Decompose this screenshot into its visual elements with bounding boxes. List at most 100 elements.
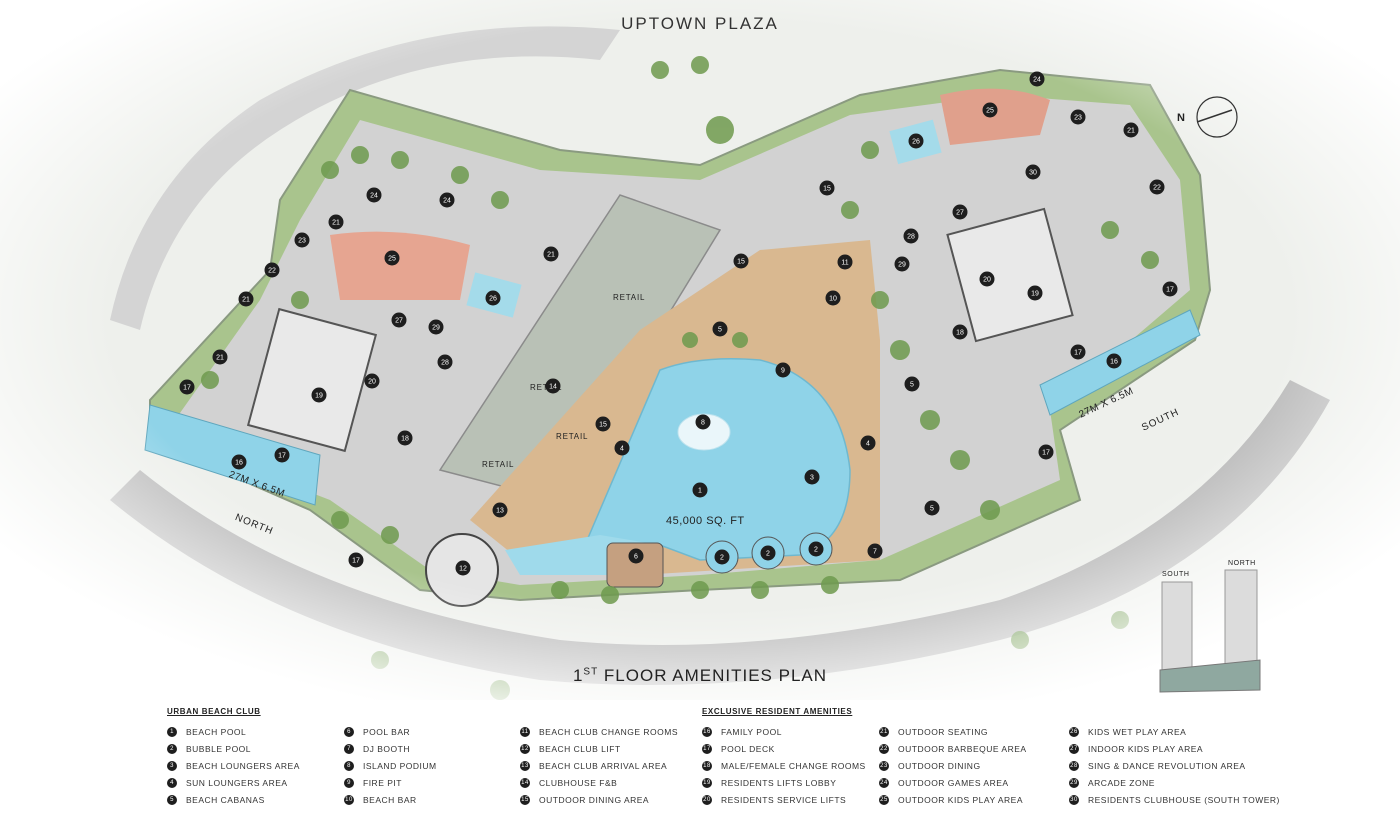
marker-dot <box>860 435 876 451</box>
marker-dot <box>825 290 841 306</box>
legend-label: RESIDENTS CLUBHOUSE (SOUTH TOWER) <box>1088 795 1280 805</box>
legend-number: 28 <box>1069 761 1079 771</box>
legend-label: KIDS WET PLAY AREA <box>1088 727 1187 737</box>
legend-label: BEACH CLUB CHANGE ROOMS <box>539 727 679 737</box>
marker-14: 14 <box>545 378 561 394</box>
marker-number: 21 <box>547 252 555 259</box>
marker-dot <box>1070 109 1086 125</box>
marker-dot <box>808 541 824 557</box>
marker-4: 4 <box>614 440 630 456</box>
marker-number: 16 <box>235 460 243 467</box>
marker-number: 29 <box>898 262 906 269</box>
marker-29: 29 <box>894 256 910 272</box>
marker-dot <box>294 232 310 248</box>
marker-dot <box>924 500 940 516</box>
legend-number: 25 <box>879 795 889 805</box>
legend-label: OUTDOOR KIDS PLAY AREA <box>898 795 1023 805</box>
plaza-label: UPTOWN PLAZA <box>621 14 779 33</box>
retail-label-3: RETAIL <box>556 432 588 441</box>
legend-heading-urban: URBAN BEACH CLUB <box>167 707 261 716</box>
marker-dot <box>391 312 407 328</box>
marker-number: 20 <box>368 379 376 386</box>
marker-dot <box>775 362 791 378</box>
marker-4: 4 <box>860 435 876 451</box>
legend-number: 30 <box>1069 795 1079 805</box>
legend-number: 20 <box>702 795 712 805</box>
marker-number: 5 <box>930 506 934 513</box>
marker-dot <box>455 560 471 576</box>
marker-dot <box>952 324 968 340</box>
marker-20: 20 <box>979 271 995 287</box>
marker-number: 2 <box>766 551 770 558</box>
legend-number: 15 <box>520 795 530 805</box>
marker-16: 16 <box>1106 353 1122 369</box>
legend-number: 22 <box>879 744 889 754</box>
legend-number: 6 <box>344 727 354 737</box>
legend-label: ISLAND PODIUM <box>363 761 437 771</box>
legend-item-15: 15 OUTDOOR DINING AREA <box>520 795 649 805</box>
marker-dot <box>274 447 290 463</box>
plan-title-suffix: ST <box>583 666 599 678</box>
marker-dot <box>712 321 728 337</box>
marker-dot <box>1038 444 1054 460</box>
marker-17: 17 <box>348 552 364 568</box>
marker-number: 29 <box>432 325 440 332</box>
marker-number: 21 <box>216 355 224 362</box>
marker-number: 4 <box>620 446 624 453</box>
marker-17: 17 <box>1070 344 1086 360</box>
marker-22: 22 <box>264 262 280 278</box>
marker-dot <box>364 373 380 389</box>
marker-21: 21 <box>1123 122 1139 138</box>
legend-label: OUTDOOR DINING AREA <box>539 795 650 805</box>
marker-number: 5 <box>718 327 722 334</box>
marker-1: 1 <box>692 482 708 498</box>
marker-2: 2 <box>760 545 776 561</box>
marker-number: 24 <box>370 193 378 200</box>
marker-number: 8 <box>701 420 705 427</box>
legend-item-25: 25 OUTDOOR KIDS PLAY AREA <box>879 795 1023 805</box>
legend-label: SING & DANCE REVOLUTION AREA <box>1088 761 1246 771</box>
marker-number: 20 <box>983 277 991 284</box>
marker-24: 24 <box>1029 71 1045 87</box>
marker-dot <box>904 376 920 392</box>
legend-label: FIRE PIT <box>363 778 402 788</box>
pool-area-label: 45,000 SQ. FT <box>666 515 745 527</box>
marker-dot <box>819 180 835 196</box>
legend-label: OUTDOOR GAMES AREA <box>898 778 1009 788</box>
marker-number: 17 <box>183 385 191 392</box>
marker-17: 17 <box>274 447 290 463</box>
legend-number: 11 <box>520 727 530 737</box>
legend-label: BEACH CLUB LIFT <box>539 744 621 754</box>
marker-dot <box>695 414 711 430</box>
legend-label: BEACH LOUNGERS AREA <box>186 761 300 771</box>
marker-dot <box>543 246 559 262</box>
marker-27: 27 <box>952 204 968 220</box>
marker-dot <box>692 482 708 498</box>
retail-label-4: RETAIL <box>482 460 514 469</box>
marker-10: 10 <box>825 290 841 306</box>
marker-dot <box>1162 281 1178 297</box>
marker-21: 21 <box>238 291 254 307</box>
marker-30: 30 <box>1025 164 1041 180</box>
marker-number: 18 <box>956 330 964 337</box>
marker-number: 30 <box>1029 170 1037 177</box>
marker-28: 28 <box>903 228 919 244</box>
marker-number: 22 <box>1153 185 1161 192</box>
legend-number: 2 <box>167 744 177 754</box>
marker-number: 18 <box>401 436 409 443</box>
marker-number: 3 <box>810 475 814 482</box>
marker-8: 8 <box>695 414 711 430</box>
marker-29: 29 <box>428 319 444 335</box>
legend-label: OUTDOOR DINING <box>898 761 981 771</box>
marker-dot <box>264 262 280 278</box>
